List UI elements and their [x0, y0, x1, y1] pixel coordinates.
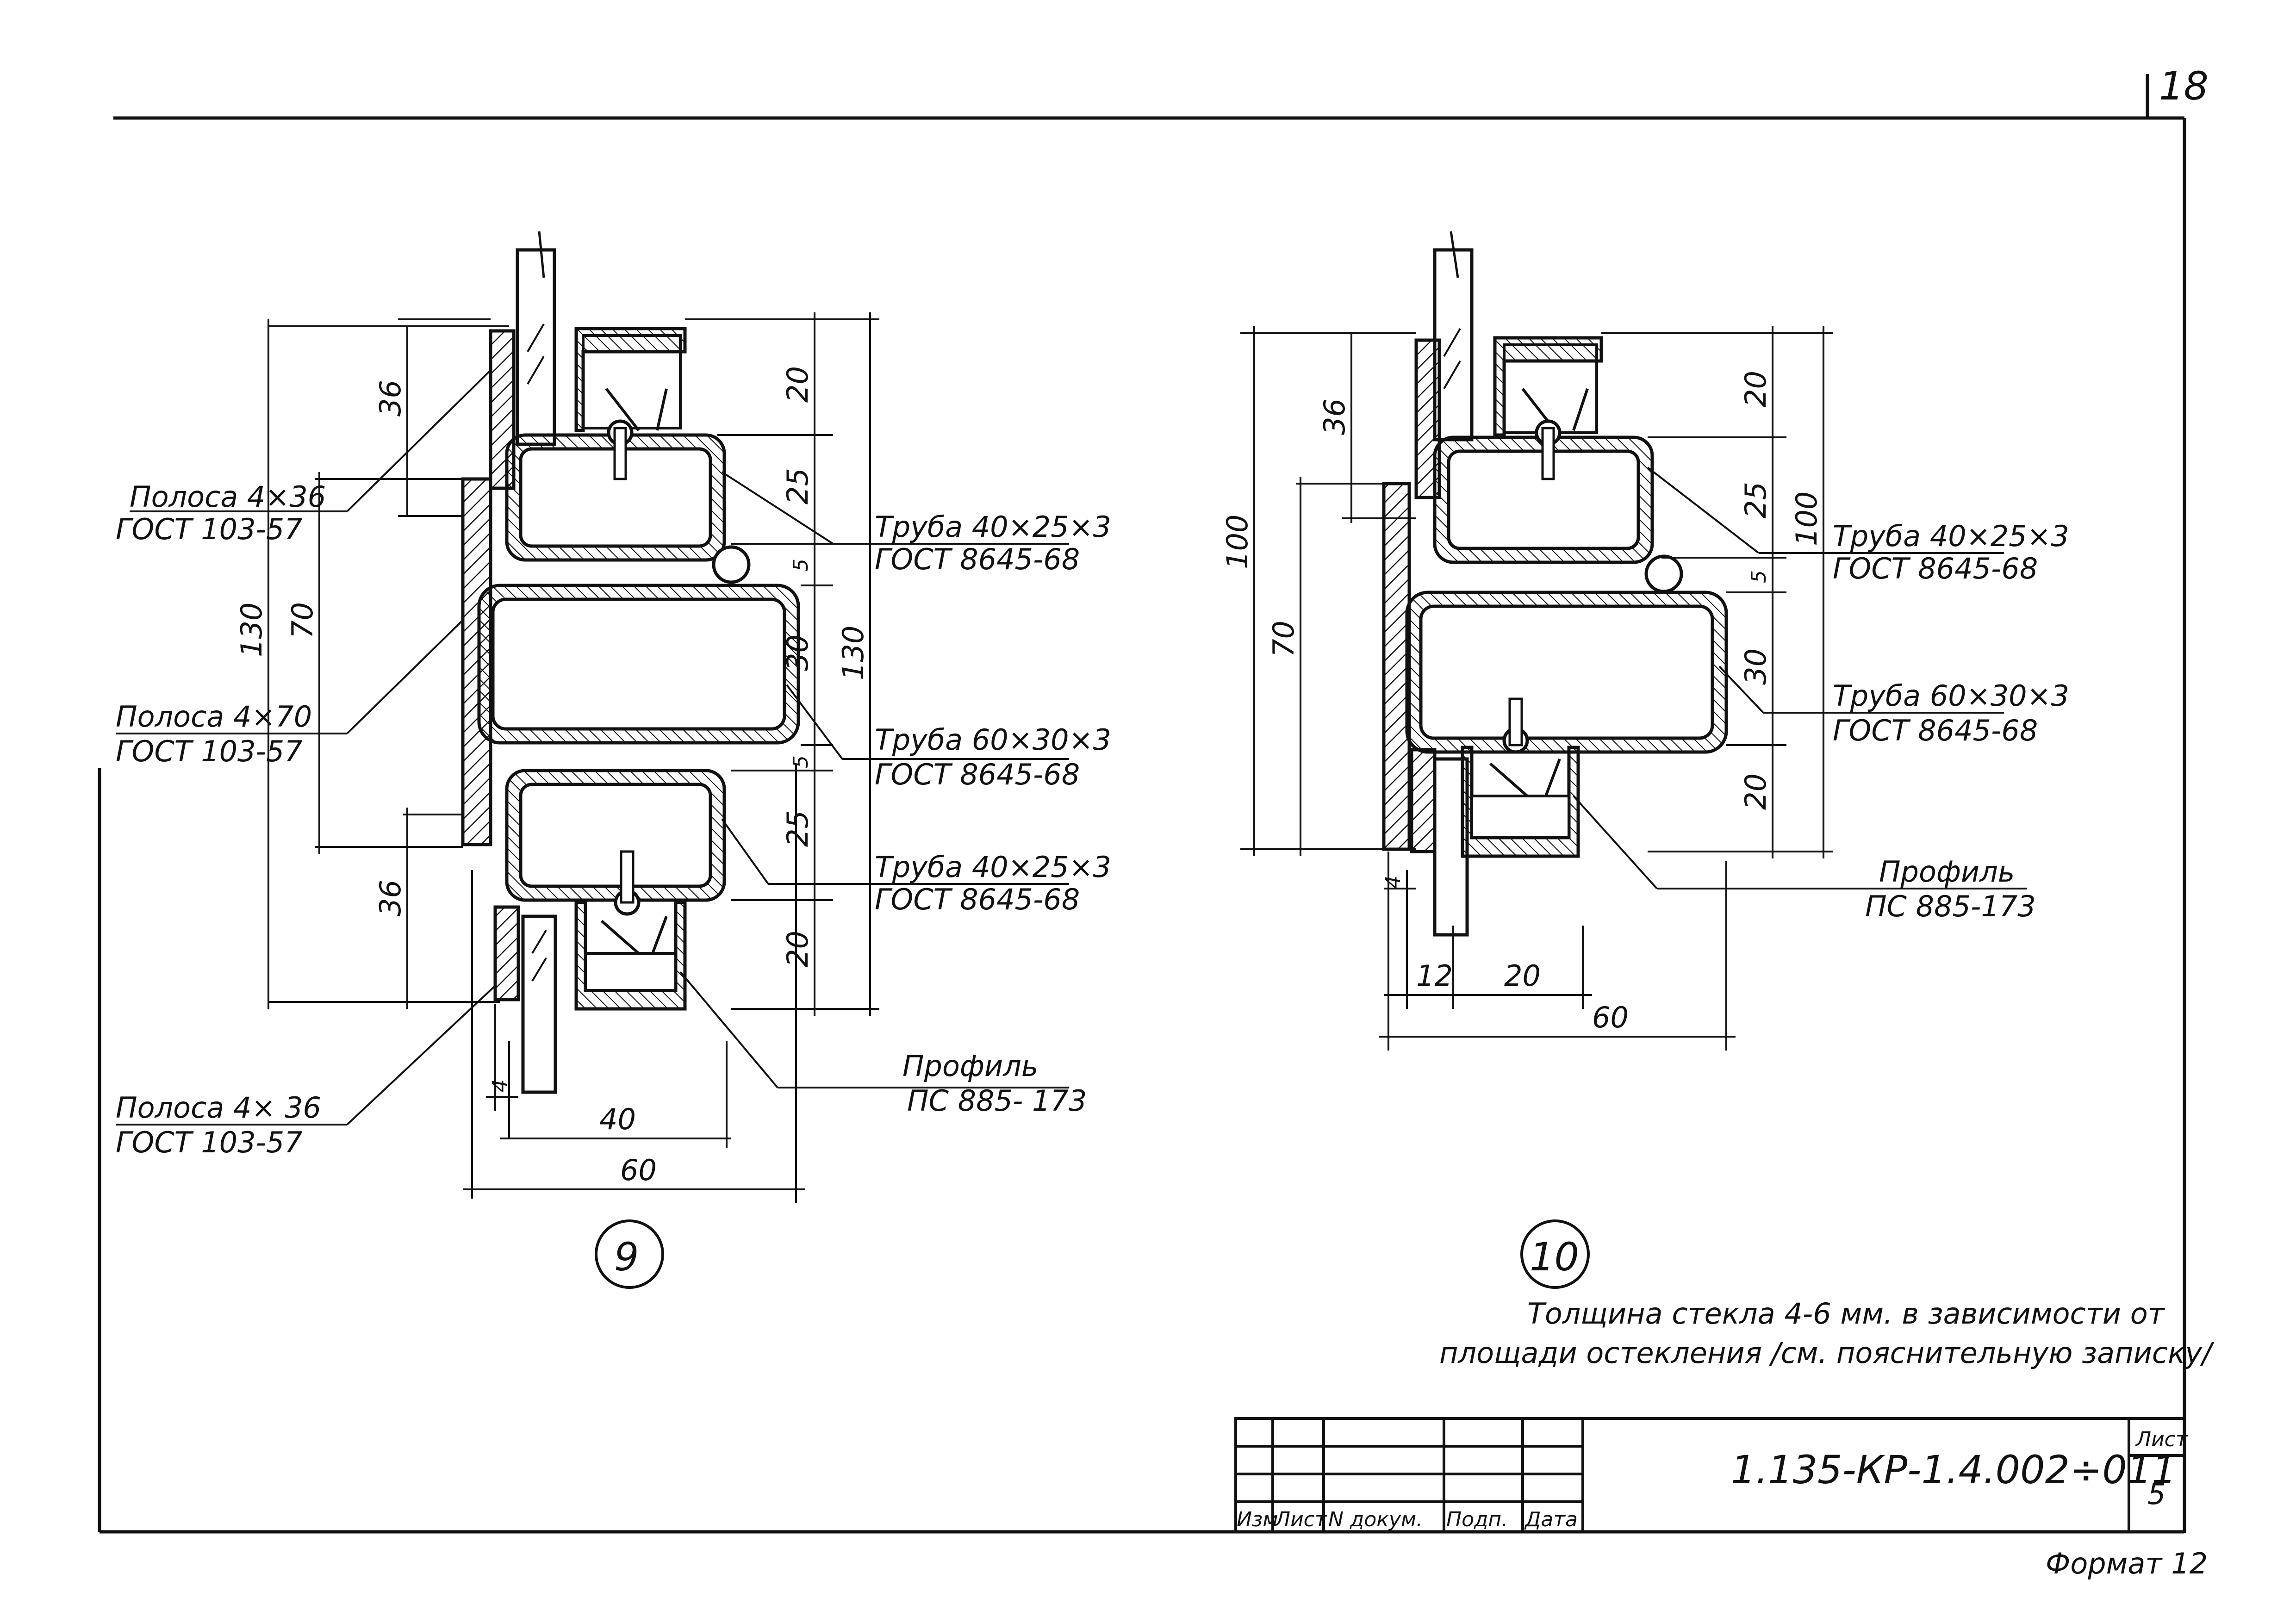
title-col-izm: Изм	[1237, 1508, 1278, 1531]
profile-top	[574, 327, 687, 432]
dim-9-4: 4	[488, 1079, 512, 1092]
sheet-label: Лист	[2135, 1428, 2188, 1451]
label-tube-top-1: Труба 40×25×3	[875, 510, 1111, 544]
dim-9-36a: 36	[373, 380, 407, 417]
dim-9-25b: 25	[781, 810, 815, 847]
round-bar	[1644, 554, 1683, 593]
dim-9-130a: 130	[235, 603, 268, 657]
label-profile-1: Профиль	[902, 1049, 1038, 1083]
title-block	[1234, 1417, 2186, 1533]
detail-10-section	[1382, 231, 1728, 937]
dim-10-20b: 20	[1739, 773, 1773, 810]
dim-9-40: 40	[599, 1102, 636, 1136]
title-col-sign: Подп.	[1446, 1508, 1508, 1531]
sheet-value: 5	[2147, 1477, 2165, 1511]
dim-10-60: 60	[1592, 1001, 1629, 1034]
dim-10-4: 4	[1381, 876, 1405, 889]
profile-bottom	[1461, 746, 1580, 858]
dim-10-20a: 20	[1739, 371, 1773, 407]
dim-9-25a: 25	[781, 468, 815, 504]
label-tube-bot-1: Труба 40×25×3	[875, 850, 1111, 884]
label-tube-top-2: ГОСТ 8645-68	[1833, 552, 2038, 585]
label-tube-top-1: Труба 40×25×3	[1833, 519, 2069, 553]
sheet-frame	[98, 74, 2186, 1534]
title-col-doc: N докум.	[1328, 1508, 1423, 1531]
dim-10-100a: 100	[1220, 515, 1254, 569]
label-profile-2: ПС 885- 173	[907, 1084, 1087, 1118]
glass-pane-top	[516, 248, 556, 446]
dim-9-70: 70	[286, 602, 319, 639]
label-tube-mid-2: ГОСТ 8645-68	[1833, 714, 2038, 747]
label-tube-top-2: ГОСТ 8645-68	[875, 542, 1080, 576]
label-strip-top-2: ГОСТ 103-57	[116, 512, 303, 546]
title-col-date: Дата	[1524, 1508, 1578, 1531]
glass-thickness-note-line1: Толщина стекла 4-6 мм. в зависимости от	[1527, 1297, 2165, 1331]
label-tube-bot-2: ГОСТ 8645-68	[875, 883, 1080, 916]
glass-thickness-note-line2: площади остекления /см. пояснительную за…	[1439, 1336, 2215, 1370]
svg-text:10: 10	[1530, 1234, 1579, 1280]
sheet-number: 18	[2159, 63, 2209, 109]
dim-10-20c: 20	[1504, 959, 1541, 993]
dim-9-60: 60	[620, 1153, 657, 1187]
glass-pane-bottom	[521, 914, 557, 1094]
dim-10-25: 25	[1739, 482, 1773, 518]
dim-10-100b: 100	[1790, 491, 1823, 546]
dim-9-5b: 5	[789, 755, 813, 768]
title-col-list: Лист	[1274, 1508, 1327, 1531]
dim-9-30: 30	[781, 634, 815, 671]
dim-10-12: 12	[1416, 959, 1453, 993]
dim-9-5a: 5	[789, 559, 813, 572]
dim-9-36b: 36	[373, 880, 407, 916]
label-profile-1: Профиль	[1879, 855, 2015, 889]
label-strip-bot-1: Полоса 4× 36	[116, 1091, 321, 1125]
label-tube-mid-1: Труба 60×30×3	[1833, 679, 2069, 713]
strip-4x36-bottom	[1410, 748, 1437, 853]
detail-10-marker: 10	[1520, 1219, 1590, 1289]
label-tube-mid-2: ГОСТ 8645-68	[875, 758, 1080, 791]
document-designation: 1.135-КР-1.4.002÷011	[1731, 1447, 2177, 1492]
dim-9-20b: 20	[781, 931, 815, 967]
dim-9-130b: 130	[836, 626, 870, 680]
detail-9-section	[461, 231, 800, 1094]
dim-9-20a: 20	[781, 366, 815, 403]
strip-4x36-top	[489, 329, 516, 490]
round-bar	[712, 545, 751, 584]
detail-9-dimensions	[268, 312, 879, 1203]
label-strip-top-1: Полоса 4×36	[130, 480, 326, 514]
dim-10-36: 36	[1318, 398, 1351, 435]
dim-10-30: 30	[1739, 648, 1773, 685]
label-tube-mid-1: Труба 60×30×3	[875, 723, 1111, 757]
label-strip-bot-2: ГОСТ 103-57	[116, 1126, 303, 1159]
label-strip-mid-1: Полоса 4×70	[116, 700, 312, 734]
profile-bottom	[574, 901, 687, 1011]
dim-10-70: 70	[1267, 621, 1300, 657]
dim-10-5: 5	[1747, 570, 1771, 583]
label-profile-2: ПС 885-173	[1865, 889, 2036, 923]
format-label: Формат 12	[2046, 1547, 2208, 1580]
svg-text:9: 9	[614, 1234, 639, 1280]
detail-10-leaders	[1573, 466, 2027, 889]
detail-10-dimensions	[1240, 326, 1833, 1051]
detail-9-leaders	[116, 369, 1069, 1126]
strip-4x36-bottom	[493, 905, 520, 1001]
detail-9-marker: 9	[595, 1219, 664, 1289]
label-strip-mid-2: ГОСТ 103-57	[116, 734, 303, 768]
